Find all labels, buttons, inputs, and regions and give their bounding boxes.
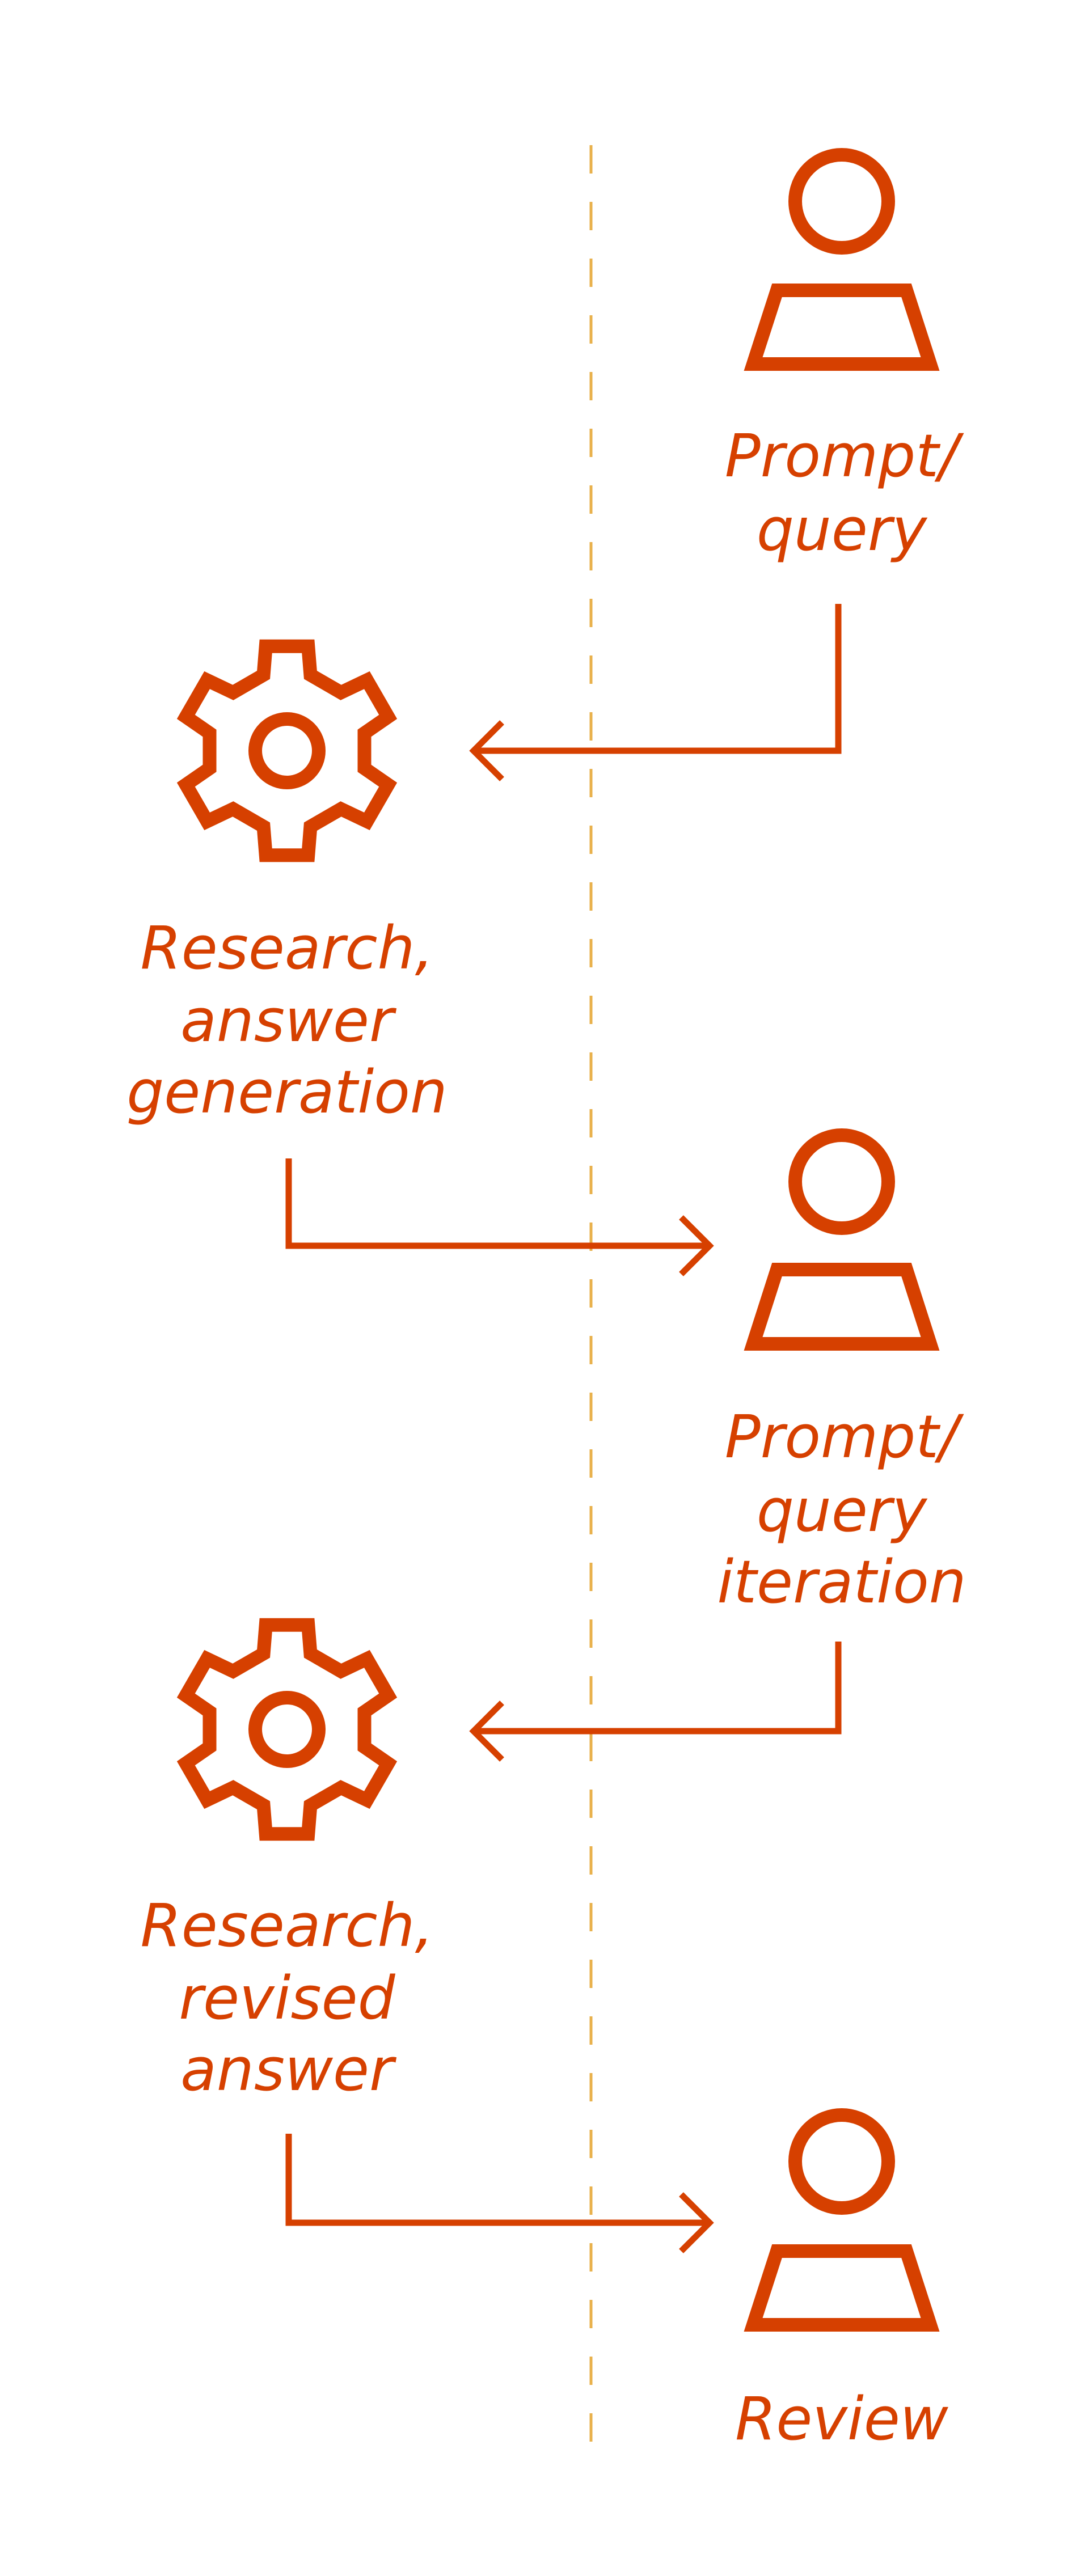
step-label: Review — [735, 2384, 949, 2454]
label-line: generation — [126, 1058, 448, 1127]
gear-hole — [248, 712, 326, 789]
gear-icon — [176, 639, 398, 862]
gear-outline — [176, 1618, 398, 1841]
label-line: answer — [180, 2035, 397, 2104]
label-line: query — [757, 495, 928, 564]
arrow-to-right — [285, 1158, 714, 1276]
label-line: Prompt/ — [725, 1402, 964, 1471]
gear-icon — [176, 1618, 398, 1841]
person-icon — [744, 2108, 940, 2332]
arrow-to-right — [285, 2134, 714, 2253]
label-line: answer — [180, 986, 397, 1055]
label-line: Review — [735, 2384, 949, 2454]
label-line: revised — [179, 1964, 395, 2033]
gear-hole — [248, 1691, 326, 1768]
arrow-to-left — [469, 1642, 842, 1762]
label-line: Prompt/ — [725, 421, 964, 490]
label-line: query — [757, 1476, 928, 1545]
person-icon — [744, 1128, 940, 1351]
arrow-to-left — [469, 604, 842, 781]
gear-outline — [176, 639, 398, 862]
person-icon — [744, 148, 940, 371]
label-line: Research, — [140, 913, 433, 983]
step-label: Prompt/query — [725, 421, 964, 564]
label-line: Research, — [140, 1891, 433, 1960]
label-line: iteration — [717, 1547, 966, 1617]
